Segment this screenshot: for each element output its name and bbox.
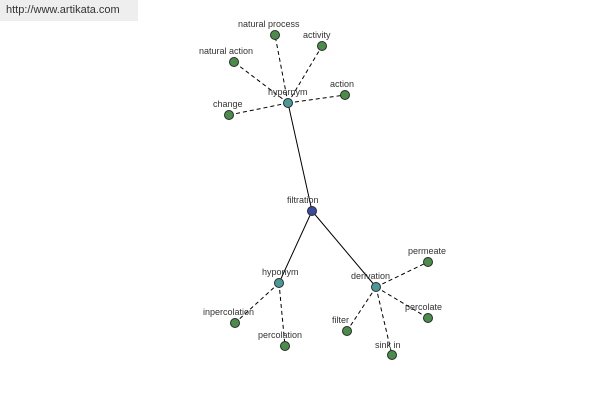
node-inpercolation-dot[interactable] xyxy=(230,318,240,328)
edge-hypernym-natural-process xyxy=(274,34,289,104)
node-permeate[interactable]: permeate xyxy=(408,246,446,267)
node-hypernym-label: hypernym xyxy=(268,87,308,97)
node-activity[interactable]: activity xyxy=(303,30,331,51)
node-filter-dot[interactable] xyxy=(342,326,352,336)
node-natural-action-label: natural action xyxy=(199,46,253,56)
node-sink-in-label: sink in xyxy=(375,340,401,350)
node-hyponym[interactable]: hyponym xyxy=(262,267,299,288)
edge-hypernym-change xyxy=(228,102,289,116)
node-permeate-label: permeate xyxy=(408,246,446,256)
node-derivation-label: derivation xyxy=(351,271,390,281)
node-filter-label: filter xyxy=(332,315,349,325)
node-natural-process[interactable]: natural process xyxy=(238,19,300,40)
node-permeate-dot[interactable] xyxy=(423,257,433,267)
edge-derivation-filter xyxy=(346,286,377,332)
edge-derivation-permeate xyxy=(375,261,429,288)
node-change-dot[interactable] xyxy=(224,110,234,120)
node-percolation-dot[interactable] xyxy=(280,341,290,351)
node-natural-action-dot[interactable] xyxy=(229,57,239,67)
node-activity-label: activity xyxy=(303,30,331,40)
edge-hypernym-natural-action xyxy=(233,61,289,104)
node-percolate[interactable]: percolate xyxy=(405,302,442,323)
node-filtration-dot[interactable] xyxy=(307,206,317,216)
node-hypernym[interactable]: hypernym xyxy=(268,87,308,108)
edge-derivation-percolate xyxy=(375,286,429,319)
node-sink-in-dot[interactable] xyxy=(387,350,397,360)
node-derivation-dot[interactable] xyxy=(371,282,381,292)
edge-hyponym-inpercolation xyxy=(234,282,280,324)
node-activity-dot[interactable] xyxy=(317,41,327,51)
edge-filtration-derivation xyxy=(311,210,377,288)
node-inpercolation[interactable]: inpercolation xyxy=(203,307,254,328)
node-filter[interactable]: filter xyxy=(332,315,352,336)
node-sink-in[interactable]: sink in xyxy=(375,340,401,360)
node-filtration-label: filtration xyxy=(287,195,319,205)
edge-filtration-hypernym xyxy=(287,102,313,212)
node-filtration[interactable]: filtration xyxy=(287,195,319,216)
source-link[interactable]: http://www.artikata.com xyxy=(0,0,138,21)
node-percolation[interactable]: percolation xyxy=(258,330,302,351)
node-natural-action[interactable]: natural action xyxy=(199,46,253,67)
node-inpercolation-label: inpercolation xyxy=(203,307,254,317)
node-action-label: action xyxy=(330,79,354,89)
edge-derivation-sink-in xyxy=(375,286,393,356)
node-action[interactable]: action xyxy=(330,79,354,100)
node-derivation[interactable]: derivation xyxy=(351,271,390,292)
node-hyponym-dot[interactable] xyxy=(274,278,284,288)
node-natural-process-label: natural process xyxy=(238,19,300,29)
edge-filtration-hyponym xyxy=(278,210,313,284)
node-percolation-label: percolation xyxy=(258,330,302,340)
edge-hyponym-percolation xyxy=(278,282,286,347)
node-hypernym-dot[interactable] xyxy=(283,98,293,108)
node-hyponym-label: hyponym xyxy=(262,267,299,277)
edges-layer xyxy=(228,34,429,356)
node-change-label: change xyxy=(213,99,243,109)
node-action-dot[interactable] xyxy=(340,90,350,100)
node-natural-process-dot[interactable] xyxy=(270,30,280,40)
node-percolate-dot[interactable] xyxy=(423,313,433,323)
node-change[interactable]: change xyxy=(213,99,243,120)
node-percolate-label: percolate xyxy=(405,302,442,312)
edge-hypernym-action xyxy=(287,94,346,104)
